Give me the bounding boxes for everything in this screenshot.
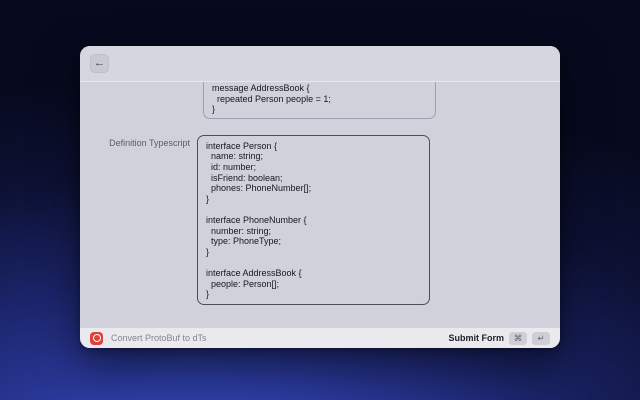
return-key-icon: ↵ <box>532 331 550 345</box>
protobuf-definition-textarea[interactable]: message AddressBook { repeated Person pe… <box>203 82 436 119</box>
back-button[interactable]: ← <box>90 54 109 73</box>
command-key-icon: ⌘ <box>509 331 527 345</box>
action-bar: Convert ProtoBuf to dTs Submit Form ⌘ ↵ <box>80 327 560 348</box>
icon-ring <box>92 334 101 342</box>
command-title: Convert ProtoBuf to dTs <box>111 333 207 343</box>
raycast-form-window: ← message AddressBook { repeated Person … <box>80 46 560 348</box>
submit-form-label: Submit Form <box>448 333 505 343</box>
typescript-field-label: Definition Typescript <box>109 137 190 148</box>
back-arrow-icon: ← <box>94 57 105 69</box>
typescript-definition-textarea[interactable]: interface Person { name: string; id: num… <box>197 134 430 305</box>
window-header: ← <box>80 46 560 82</box>
submit-form-button[interactable]: Submit Form ⌘ ↵ <box>448 331 550 345</box>
protobuf-code-text: message AddressBook { repeated Person pe… <box>212 83 331 115</box>
form-scroll-area[interactable]: message AddressBook { repeated Person pe… <box>80 82 560 328</box>
typescript-definition-row: Definition Typescript interface Person {… <box>80 134 560 305</box>
record-target-icon <box>90 331 103 345</box>
typescript-code-text: interface Person { name: string; id: num… <box>206 140 312 300</box>
